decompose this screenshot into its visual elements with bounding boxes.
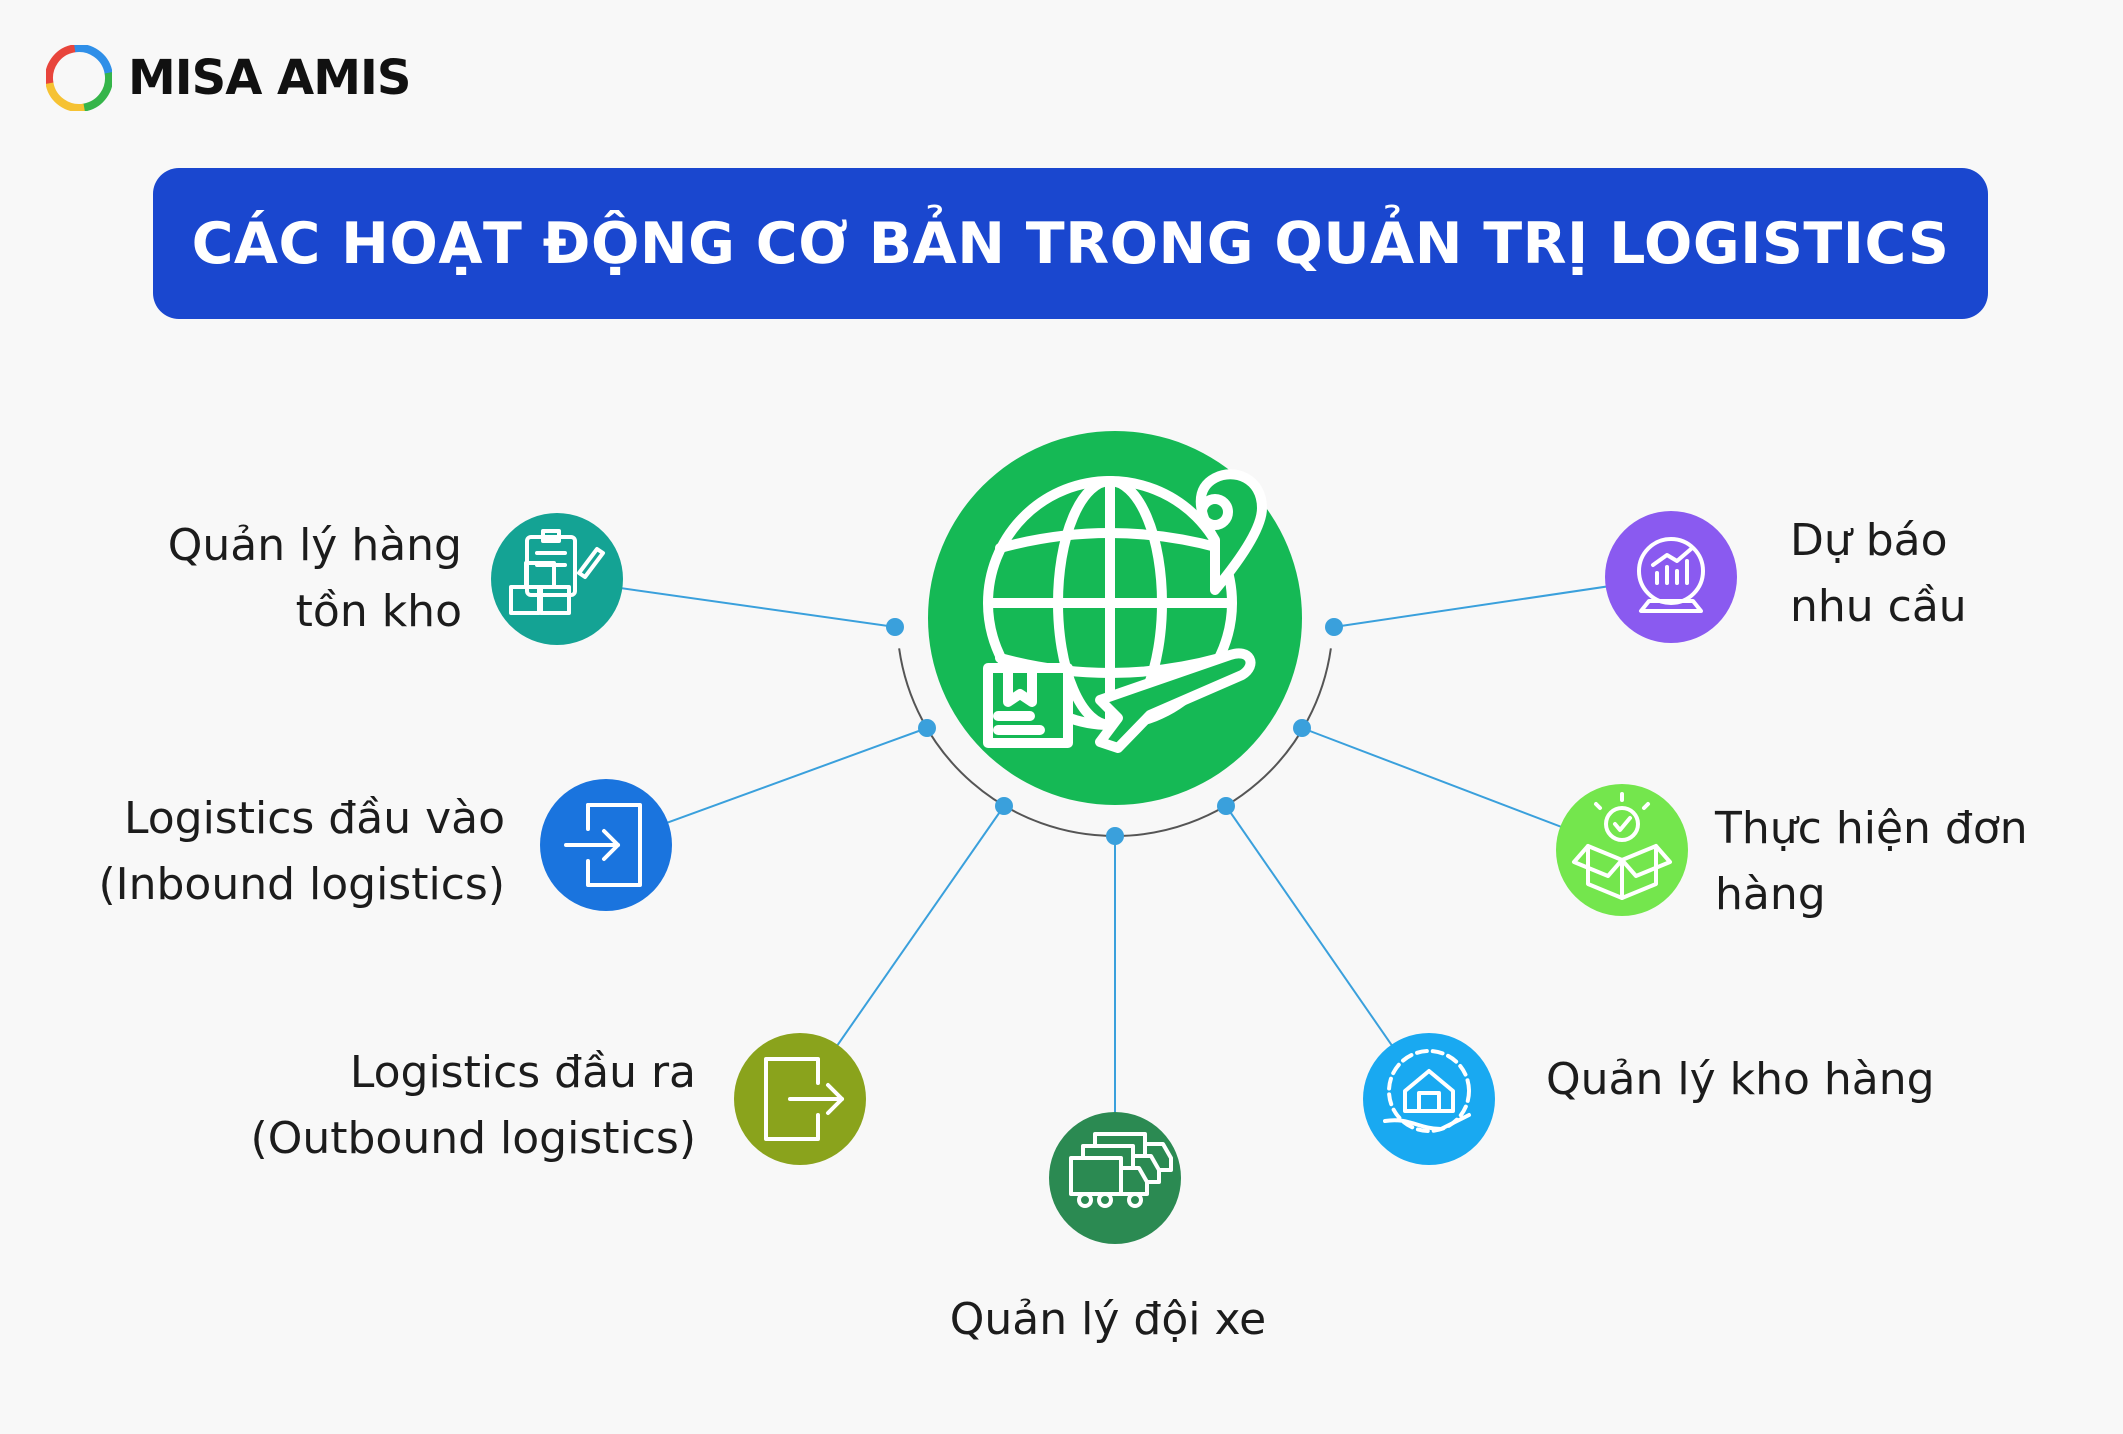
activity-label-line: Dự báo bbox=[1790, 515, 1948, 566]
activity-node-fleet bbox=[1049, 1112, 1181, 1244]
activity-label-line: (Inbound logistics) bbox=[98, 859, 505, 910]
open-box-check-icon bbox=[1572, 792, 1672, 900]
connector-dot-forecast bbox=[1325, 618, 1343, 636]
brand-logo: MISA AMIS bbox=[46, 42, 411, 114]
activity-label-line: Thực hiện đơn bbox=[1715, 803, 2028, 854]
activity-node-outbound bbox=[734, 1033, 866, 1165]
connector-dot-fleet bbox=[1106, 827, 1124, 845]
connector-dot-fulfillment bbox=[1293, 719, 1311, 737]
globe-delivery-icon bbox=[983, 469, 1267, 753]
activity-node-circle bbox=[1363, 1033, 1495, 1165]
activity-node-fulfillment bbox=[1556, 784, 1688, 916]
title-banner: CÁC HOẠT ĐỘNG CƠ BẢN TRONG QUẢN TRỊ LOGI… bbox=[153, 168, 1988, 319]
activity-node-warehouse bbox=[1363, 1033, 1495, 1165]
activity-label-line: nhu cầu bbox=[1790, 581, 1967, 632]
center-hub bbox=[928, 431, 1302, 805]
brand-name: MISA AMIS bbox=[128, 50, 411, 106]
activity-node-inventory bbox=[491, 513, 623, 645]
connector-dot-inbound bbox=[918, 719, 936, 737]
activity-label-warehouse: Quản lý kho hàng bbox=[1546, 1047, 1935, 1113]
activity-label-outbound: Logistics đầu ra (Outbound logistics) bbox=[251, 1040, 696, 1172]
activity-label-line: Logistics đầu ra bbox=[349, 1047, 696, 1098]
activity-node-inbound bbox=[540, 779, 672, 911]
activity-label-line: Quản lý đội xe bbox=[949, 1294, 1267, 1345]
misa-amis-logo-icon bbox=[46, 45, 112, 111]
activity-node-forecast bbox=[1605, 511, 1737, 643]
activity-label-line: (Outbound logistics) bbox=[250, 1113, 696, 1164]
activity-label-line: Logistics đầu vào bbox=[123, 793, 505, 844]
chart-crystal-ball-icon bbox=[1637, 537, 1705, 613]
activity-label-fleet: Quản lý đội xe bbox=[808, 1287, 1408, 1353]
connector-dot-warehouse bbox=[1217, 797, 1235, 815]
sign-in-icon bbox=[564, 803, 642, 887]
activity-label-line: Quản lý kho hàng bbox=[1546, 1054, 1935, 1105]
banner-title: CÁC HOẠT ĐỘNG CƠ BẢN TRONG QUẢN TRỊ LOGI… bbox=[191, 210, 1950, 277]
warehouse-gear-icon bbox=[1383, 1049, 1471, 1133]
inventory-checklist-icon bbox=[509, 529, 605, 615]
connector-dot-inventory bbox=[886, 618, 904, 636]
activity-label-line: tồn kho bbox=[295, 586, 462, 637]
connector-dot-outbound bbox=[995, 797, 1013, 815]
activity-label-line: hàng bbox=[1715, 869, 1826, 920]
activity-label-line: Quản lý hàng bbox=[167, 520, 462, 571]
sign-out-icon bbox=[764, 1057, 844, 1141]
trucks-icon bbox=[1069, 1132, 1173, 1208]
activity-node-circle bbox=[1605, 511, 1737, 643]
activity-label-inventory: Quản lý hàng tồn kho bbox=[168, 513, 462, 645]
activity-label-fulfillment: Thực hiện đơn hàng bbox=[1715, 796, 2028, 928]
activity-label-forecast: Dự báo nhu cầu bbox=[1790, 508, 1967, 640]
activity-label-inbound: Logistics đầu vào (Inbound logistics) bbox=[98, 786, 505, 918]
